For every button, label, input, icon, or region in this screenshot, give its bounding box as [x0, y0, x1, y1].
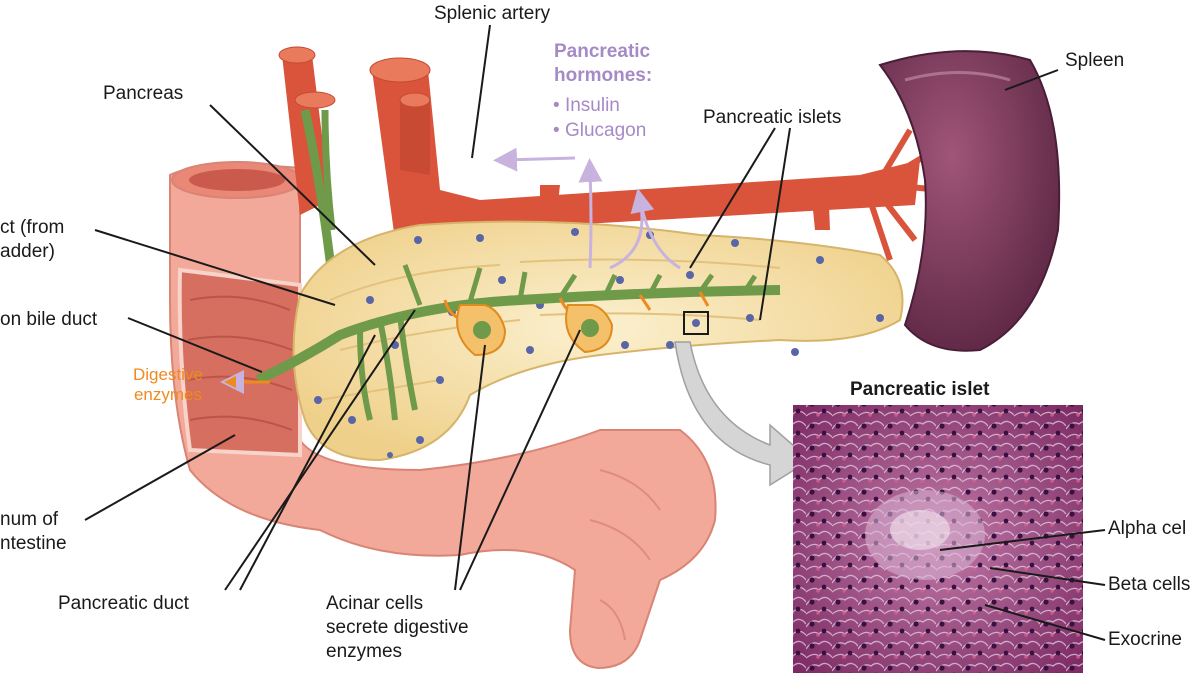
hormone-arrows	[493, 147, 681, 270]
hormone-item-glucagon: Glucagon	[553, 118, 646, 143]
spleen	[878, 50, 1061, 352]
zoom-callout-arrow	[674, 341, 812, 487]
label-pancreatic-islets: Pancreatic islets	[703, 107, 842, 128]
label-pancreatic-islet-title: Pancreatic islet	[850, 379, 990, 400]
islet-micrograph	[793, 405, 1083, 673]
label-spleen: Spleen	[1065, 50, 1125, 71]
label-digestive-enzymes: Digestive enzymes	[133, 365, 203, 404]
label-bile-duct: ct (from adder)	[0, 217, 65, 262]
label-common-bile-duct: on bile duct	[0, 309, 98, 330]
label-alpha-cells: Alpha cel	[1108, 518, 1187, 539]
acinar-clusters	[456, 304, 614, 357]
label-pancreatic-hormones: Pancreatic hormones:	[554, 41, 653, 86]
hormone-list: Insulin Glucagon	[553, 93, 646, 143]
label-exocrine: Exocrine	[1108, 629, 1182, 650]
label-beta-cells: Beta cells	[1108, 574, 1191, 595]
label-duodenum: num of ntestine	[0, 509, 67, 554]
label-pancreatic-duct: Pancreatic duct	[58, 593, 189, 614]
label-acinar-cells: Acinar cells secrete digestive enzymes	[326, 593, 469, 662]
duodenum	[169, 161, 717, 670]
leader-lines	[84, 24, 1106, 641]
label-splenic-artery: Splenic artery	[434, 3, 551, 24]
hormone-item-insulin: Insulin	[553, 93, 646, 118]
label-pancreas: Pancreas	[103, 83, 184, 104]
enzyme-arrow-head	[224, 376, 236, 388]
